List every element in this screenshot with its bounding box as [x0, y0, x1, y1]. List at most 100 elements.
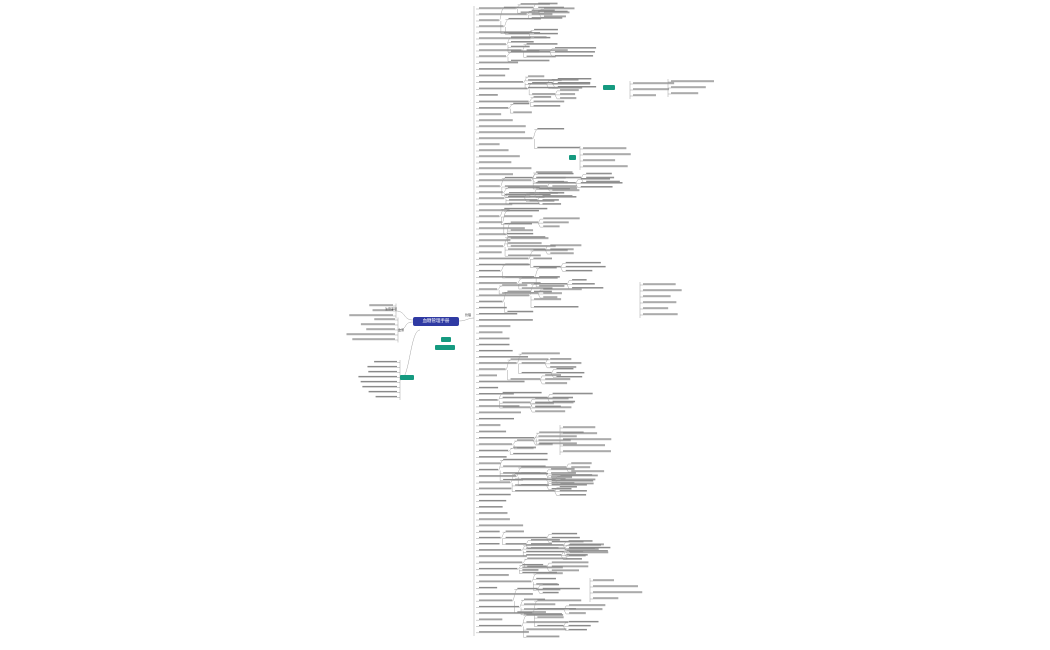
right-branch-8-node-307[interactable]	[568, 546, 611, 549]
right-branch-6-node-192[interactable]	[479, 362, 517, 364]
right-branch-5-node-166[interactable]	[479, 288, 498, 290]
right-branch-6-node-209[interactable]	[479, 380, 525, 382]
right-branch-4-node-87[interactable]	[536, 182, 576, 184]
left-upper-node-386[interactable]	[372, 309, 393, 311]
right-branch-9-node-319[interactable]	[551, 565, 589, 567]
right-branch-4-node-90[interactable]	[580, 186, 613, 188]
right-branch-6-node-226[interactable]	[479, 405, 520, 407]
right-branch-9-node-338[interactable]	[542, 591, 559, 594]
right-branch-8-node-298[interactable]	[526, 544, 564, 546]
right-branch-2-node-67[interactable]	[513, 111, 532, 113]
left-upper-node-385[interactable]	[369, 304, 393, 306]
right-branch-4-node-127[interactable]	[506, 232, 534, 235]
right-branch-3-node-78[interactable]	[479, 161, 512, 163]
right-branch-1-node-2[interactable]	[520, 3, 550, 5]
right-branch-5-node-154[interactable]	[479, 263, 530, 265]
right-branch-7-node-250[interactable]	[479, 475, 517, 477]
right-branch-2-node-59[interactable]	[560, 97, 577, 99]
right-branch-7-node-233[interactable]	[539, 442, 577, 444]
cluster-e-node-381[interactable]	[593, 579, 615, 581]
right-branch-3-node-77[interactable]	[479, 155, 520, 157]
right-branch-9-node-323[interactable]	[522, 566, 563, 568]
right-branch-6-node-187[interactable]	[479, 331, 503, 333]
right-branch-5-node-181[interactable]	[507, 290, 531, 292]
right-branch-8-node-289[interactable]	[551, 532, 578, 535]
right-branch-8-node-277[interactable]	[559, 494, 587, 496]
tag-node-d[interactable]	[603, 85, 615, 90]
cluster-c-node-375[interactable]	[643, 313, 678, 315]
right-branch-9-node-320[interactable]	[551, 569, 580, 571]
right-branch-6-node-217[interactable]	[552, 400, 576, 402]
cluster-d-node-377[interactable]	[563, 432, 598, 434]
right-branch-4-node-143[interactable]	[550, 248, 574, 250]
right-branch-4-node-144[interactable]	[550, 252, 574, 254]
right-branch-4-node-114[interactable]	[508, 199, 538, 201]
right-branch-4-node-82[interactable]	[536, 171, 573, 173]
right-branch-5-node-150[interactable]	[533, 265, 561, 268]
left-middle-node-388[interactable]	[374, 318, 395, 320]
right-branch-4-node-124[interactable]	[504, 222, 533, 225]
right-branch-8-node-296[interactable]	[479, 543, 500, 545]
right-branch-7-node-247[interactable]	[503, 465, 546, 467]
right-branch-3-node-68[interactable]	[479, 113, 502, 115]
right-branch-4-node-118[interactable]	[508, 202, 540, 204]
right-branch-6-node-194[interactable]	[521, 362, 546, 364]
right-branch-5-node-151[interactable]	[565, 261, 601, 264]
right-branch-3-node-71[interactable]	[479, 131, 526, 133]
cluster-a-node-363[interactable]	[633, 82, 675, 84]
right-branch-7-node-256[interactable]	[551, 468, 575, 470]
right-branch-5-node-153[interactable]	[565, 269, 593, 272]
right-branch-8-node-300[interactable]	[568, 544, 602, 546]
right-branch-8-node-301[interactable]	[568, 548, 599, 550]
right-branch-9-node-345[interactable]	[569, 608, 603, 610]
right-branch-8-node-314[interactable]	[479, 555, 527, 557]
right-branch-4-node-129[interactable]	[479, 233, 506, 235]
right-branch-1-node-8[interactable]	[531, 9, 555, 11]
right-branch-7-node-232[interactable]	[539, 431, 584, 433]
right-branch-1-node-7[interactable]	[479, 13, 527, 15]
right-branch-8-node-276[interactable]	[559, 490, 587, 492]
right-branch-3-node-75[interactable]	[479, 143, 500, 145]
right-branch-7-node-257[interactable]	[551, 472, 576, 474]
right-branch-2-node-54[interactable]	[557, 82, 591, 84]
right-branch-5-node-163[interactable]	[521, 277, 558, 279]
right-branch-4-node-85[interactable]	[586, 176, 615, 178]
right-branch-9-node-321[interactable]	[479, 567, 518, 570]
right-branch-7-node-255[interactable]	[521, 472, 547, 474]
right-branch-4-node-134[interactable]	[510, 229, 534, 231]
right-branch-4-node-145[interactable]	[508, 254, 541, 256]
right-branch-2-node-62[interactable]	[533, 96, 552, 98]
right-branch-9-node-340[interactable]	[479, 605, 520, 608]
left-lower-node-399[interactable]	[368, 390, 397, 393]
right-branch-2-node-61[interactable]	[479, 100, 529, 102]
right-branch-4-node-137[interactable]	[479, 239, 511, 241]
right-branch-7-node-242[interactable]	[513, 452, 548, 455]
right-branch-9-node-326[interactable]	[479, 574, 509, 576]
right-branch-2-node-63[interactable]	[533, 100, 565, 102]
right-branch-9-node-361[interactable]	[526, 635, 560, 637]
right-branch-4-node-130[interactable]	[510, 221, 539, 223]
right-branch-9-node-322[interactable]	[522, 563, 544, 566]
right-branch-2-node-60[interactable]	[479, 94, 498, 96]
right-branch-7-node-244[interactable]	[479, 462, 501, 464]
right-branch-4-node-128[interactable]	[479, 227, 525, 229]
right-branch-8-node-305[interactable]	[569, 551, 609, 553]
right-branch-4-node-123[interactable]	[504, 215, 533, 217]
left-middle-node-389[interactable]	[360, 323, 395, 325]
right-branch-4-node-103[interactable]	[507, 186, 540, 188]
right-branch-4-node-131[interactable]	[543, 217, 580, 219]
left-middle-node-390[interactable]	[366, 328, 395, 330]
right-branch-4-node-142[interactable]	[550, 244, 582, 246]
left-lower-node-395[interactable]	[368, 370, 397, 373]
right-branch-7-node-251[interactable]	[521, 466, 567, 468]
right-branch-9-node-359[interactable]	[526, 621, 569, 623]
right-branch-9-node-351[interactable]	[537, 616, 564, 618]
right-branch-2-node-44[interactable]	[528, 75, 545, 77]
right-branch-6-node-214[interactable]	[502, 396, 548, 398]
left-lower-node-396[interactable]	[358, 375, 397, 378]
right-branch-8-node-303[interactable]	[569, 543, 604, 545]
right-branch-7-node-249[interactable]	[503, 478, 524, 481]
right-branch-8-node-290[interactable]	[551, 536, 580, 539]
right-branch-8-node-282[interactable]	[479, 512, 508, 514]
right-branch-7-node-253[interactable]	[571, 466, 591, 468]
